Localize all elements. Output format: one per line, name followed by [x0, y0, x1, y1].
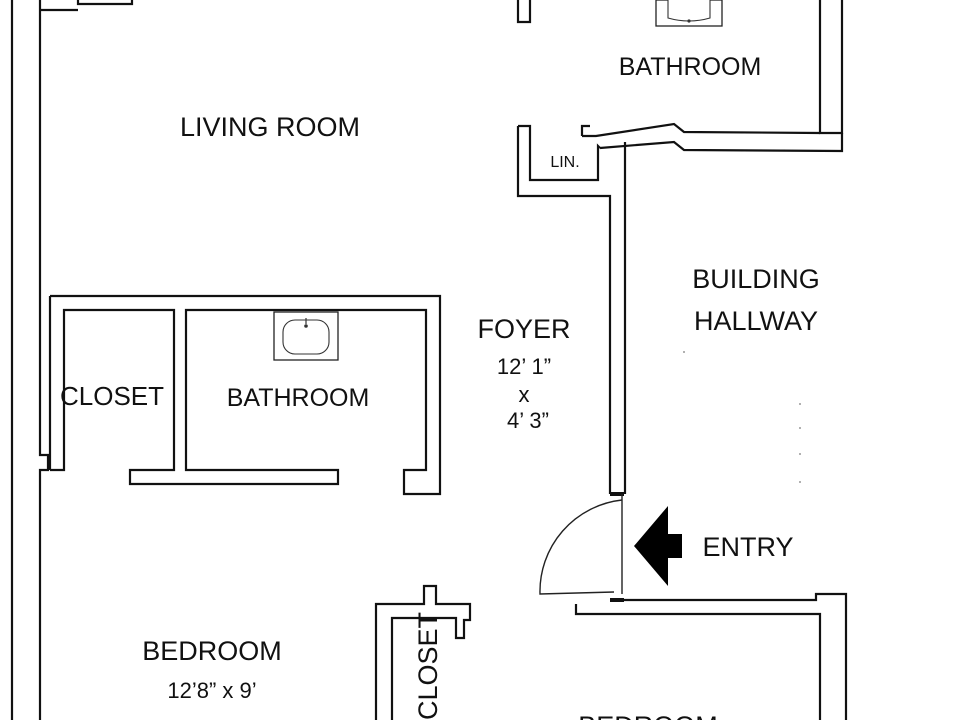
bathroom-mid-label: BATHROOM [227, 384, 370, 412]
arrow-left-icon [634, 506, 682, 586]
living-room-label: LIVING ROOM [180, 112, 360, 142]
foyer-label: FOYER [477, 314, 570, 344]
top-bathroom-walls [516, 0, 844, 153]
linen-closet-walls [516, 124, 627, 494]
sink-icon [655, 0, 723, 27]
bedroom-left-label: BEDROOM [142, 636, 282, 666]
bottom-closet-walls [374, 584, 848, 720]
entry-label: ENTRY [702, 532, 793, 562]
linen-label: LIN. [550, 154, 579, 171]
closet-bottom-label: CLOSET [413, 612, 443, 720]
foyer-dimension-x: x [519, 382, 530, 407]
bathroom-closet-walls [48, 294, 442, 496]
sink-icon [273, 311, 339, 361]
building-hallway-label-2: HALLWAY [694, 306, 818, 336]
closet-left-label: CLOSET [60, 381, 164, 411]
bedroom-left-dimension: 12’8” x 9’ [167, 678, 256, 703]
foyer-dimension-1: 12’ 1” [497, 354, 551, 379]
entry-door [539, 492, 624, 602]
bedroom-bottom-label: BEDROOM [578, 711, 718, 720]
door-swing-icon [539, 499, 623, 595]
building-hallway-label-1: BUILDING [692, 264, 820, 294]
hallway-dots [683, 351, 801, 483]
left-exterior-wall [10, 0, 134, 720]
bathroom-top-label: BATHROOM [619, 53, 762, 81]
foyer-dimension-2: 4’ 3” [507, 408, 549, 433]
